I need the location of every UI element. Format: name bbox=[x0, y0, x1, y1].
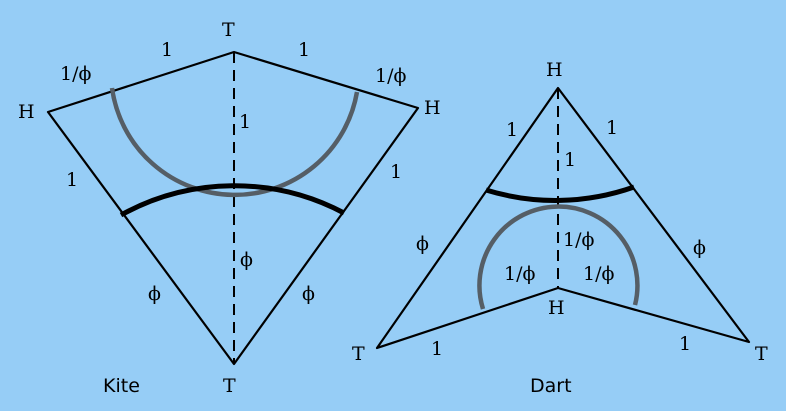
kite-edge-mid-right: 1 bbox=[390, 161, 402, 183]
kite-edge-top-right: 1 bbox=[298, 39, 310, 61]
kite-vertex-right: H bbox=[424, 97, 441, 119]
kite-edge-mid-left: 1 bbox=[66, 169, 78, 191]
dart-axis-upper-label: 1 bbox=[564, 149, 576, 171]
dart-vertex-right: T bbox=[755, 343, 768, 365]
dart-black-arc bbox=[485, 184, 635, 203]
kite-caption: Kite bbox=[103, 375, 140, 397]
kite-edge-lower-left: ϕ bbox=[148, 283, 161, 305]
dart-gray-arc bbox=[477, 204, 640, 310]
kite-gray-arc bbox=[109, 87, 360, 198]
dart-inner-left-label: 1/ϕ bbox=[504, 263, 535, 285]
kite-edge-short-right: 1/ϕ bbox=[375, 65, 406, 87]
kite-vertex-bottom: T bbox=[223, 375, 236, 397]
kite-tile: T H H T 1 1 1/ϕ 1/ϕ 1 1 ϕ ϕ 1 ϕ Kite bbox=[18, 19, 441, 397]
kite-axis-lower-label: ϕ bbox=[240, 249, 253, 271]
dart-edge-bottom-right: 1 bbox=[679, 333, 691, 355]
dart-edge-lower-right: ϕ bbox=[693, 237, 706, 259]
kite-edge-lower-right: ϕ bbox=[302, 283, 315, 305]
dart-edge-upper-right: 1 bbox=[606, 117, 618, 139]
dart-vertex-center: H bbox=[548, 297, 565, 319]
dart-edge-upper-left: 1 bbox=[506, 119, 518, 141]
dart-vertex-top: H bbox=[546, 59, 563, 81]
dart-caption: Dart bbox=[530, 375, 572, 397]
kite-black-arc bbox=[119, 183, 346, 218]
dart-edge-bottom-left: 1 bbox=[431, 338, 443, 360]
kite-vertex-top: T bbox=[222, 19, 235, 41]
dart-edge-lower-left: ϕ bbox=[416, 233, 429, 255]
kite-edge-short-left: 1/ϕ bbox=[60, 63, 91, 85]
kite-vertex-left: H bbox=[18, 101, 35, 123]
dart-vertex-left: T bbox=[352, 343, 365, 365]
kite-edge-top-left: 1 bbox=[161, 39, 173, 61]
dart-axis-lower-label: 1/ϕ bbox=[563, 229, 594, 251]
dart-inner-right-label: 1/ϕ bbox=[583, 263, 614, 285]
dart-tile: H H T T 1 1 ϕ ϕ 1 1 1 1/ϕ 1/ϕ 1/ϕ Dart bbox=[352, 59, 768, 397]
kite-axis-upper-label: 1 bbox=[239, 111, 251, 133]
